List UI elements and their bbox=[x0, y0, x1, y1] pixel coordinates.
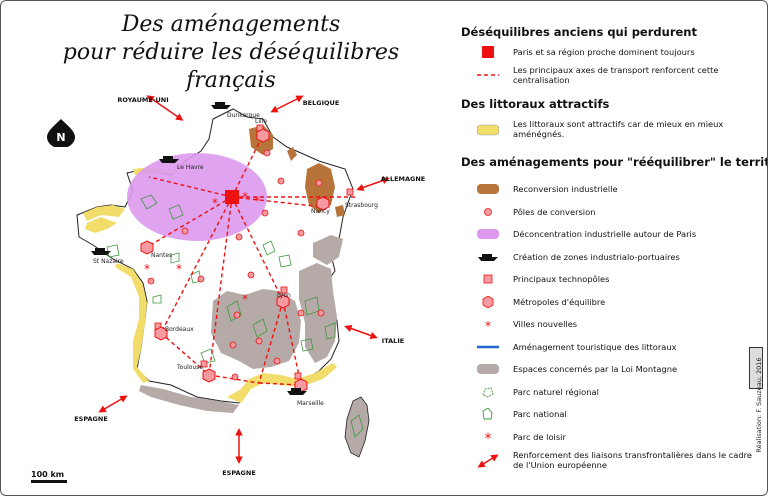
paris-symbol bbox=[482, 46, 494, 58]
label-strasbourg: Strasbourg bbox=[345, 202, 378, 209]
north-arrow: N bbox=[47, 119, 75, 147]
label-le-havre: Le Havre bbox=[177, 164, 204, 171]
axes-symbol bbox=[477, 74, 499, 76]
legend-poles: Pôles de conversion bbox=[513, 207, 596, 217]
deconcentration-area bbox=[127, 153, 267, 241]
transfront-symbol bbox=[477, 454, 499, 468]
label-nancy: Nancy bbox=[311, 208, 330, 215]
title-line-1: Des aménagements bbox=[121, 12, 341, 37]
pn-symbol bbox=[482, 408, 493, 420]
svg-text:*: * bbox=[485, 319, 491, 330]
svg-text:*: * bbox=[242, 292, 248, 306]
technopoles-symbol bbox=[483, 274, 493, 284]
label-bordeaux: Bordeaux bbox=[165, 326, 194, 333]
legend-axes: Les principaux axes de transport renforc… bbox=[513, 65, 719, 85]
svg-text:*: * bbox=[485, 431, 492, 443]
legend-loisir: Parc de loisir bbox=[513, 432, 566, 442]
label-belgium: BELGIQUE bbox=[303, 99, 340, 107]
crossborder-arrows bbox=[98, 95, 390, 464]
pnr-symbol bbox=[482, 387, 494, 398]
legend-pnr: Parc naturel régional bbox=[513, 387, 599, 397]
label-spain-south: ESPAGNE bbox=[222, 469, 256, 477]
svg-text:*: * bbox=[242, 190, 248, 204]
label-st-nazaire: St Nazaire bbox=[93, 258, 124, 265]
legend-montagne: Espaces concernés par la Loi Montagne bbox=[513, 364, 678, 374]
legend-reconversion: Reconversion industrielle bbox=[513, 184, 618, 194]
svg-text:*: * bbox=[144, 262, 150, 276]
legend-deconcentration: Déconcentration industrielle autour de P… bbox=[513, 229, 697, 239]
north-label: N bbox=[56, 131, 65, 144]
legend-technopoles: Principaux technopôles bbox=[513, 274, 610, 284]
svg-text:*: * bbox=[176, 262, 182, 276]
svg-text:*: * bbox=[254, 194, 260, 208]
label-lille: Lille bbox=[255, 118, 267, 125]
label-marseille: Marseille bbox=[297, 400, 324, 407]
scale-bar: 100 km bbox=[31, 470, 67, 483]
deconcentration-symbol bbox=[477, 229, 499, 239]
map-title: Des aménagements pour réduire les déséqu… bbox=[21, 11, 441, 95]
legend-section-3: Des aménagements pour "rééquilibrer" le … bbox=[461, 155, 768, 169]
scale-label: 100 km bbox=[31, 470, 64, 479]
label-germany: ALLEMAGNE bbox=[381, 175, 425, 183]
legend-pn: Parc national bbox=[513, 409, 567, 419]
label-toulouse: Toulouse bbox=[176, 364, 203, 371]
label-lyon: Lyon bbox=[277, 292, 291, 299]
corsica-park bbox=[350, 414, 364, 438]
legend-paris: Paris et sa région proche dominent toujo… bbox=[513, 47, 695, 57]
conversion-poles bbox=[147, 149, 327, 381]
montagne-symbol bbox=[477, 364, 499, 374]
legend-metropoles: Métropoles d'équilibre bbox=[513, 297, 606, 307]
villes-symbol: * bbox=[485, 319, 491, 330]
legend-littoraux: Les littoraux sont attractifs car de mie… bbox=[513, 119, 724, 139]
legend-transfront: Renforcement des liaisons transfrontaliè… bbox=[513, 450, 752, 470]
touristique-symbol bbox=[477, 345, 499, 349]
littoral-symbol bbox=[477, 124, 499, 136]
france-map: N bbox=[31, 95, 425, 483]
credit-text: Réalisation: F. Sauzeau, 2016 bbox=[755, 357, 763, 453]
legend-section-1: Déséquilibres anciens qui perdurent bbox=[461, 25, 697, 39]
legend-touristique: Aménagement touristique des littoraux bbox=[513, 342, 677, 352]
legend-villes: Villes nouvelles bbox=[513, 319, 578, 329]
credit: Réalisation: F. Sauzeau, 2016 bbox=[753, 337, 763, 477]
france-outline bbox=[76, 108, 354, 404]
svg-text:*: * bbox=[212, 196, 218, 210]
paris-square bbox=[225, 190, 239, 204]
transport-axes bbox=[146, 134, 356, 386]
loisir-symbol: * bbox=[485, 431, 492, 443]
zip-ships bbox=[91, 102, 307, 395]
corsica bbox=[344, 396, 370, 458]
reconversion-symbol bbox=[477, 184, 499, 194]
label-dunkerque: Dunkerque bbox=[227, 112, 260, 119]
title-line-2: pour réduire les déséquilibres français bbox=[62, 40, 400, 93]
cc-license-icon bbox=[749, 347, 763, 389]
legend-section-2: Des littoraux attractifs bbox=[461, 97, 610, 111]
villes-nouvelles: * * * * * * bbox=[144, 190, 260, 306]
label-italy: ITALIE bbox=[382, 337, 404, 345]
label-nantes: Nantes bbox=[151, 252, 172, 259]
label-uk: ROYAUME-UNI bbox=[117, 96, 168, 104]
metropoles-symbol bbox=[482, 296, 494, 308]
zip-symbol bbox=[478, 254, 498, 261]
label-spain-west: ESPAGNE bbox=[74, 415, 108, 423]
legend-zip: Création de zones industrialo-portuaires bbox=[513, 252, 680, 262]
poles-symbol bbox=[484, 208, 492, 216]
metropoles bbox=[140, 128, 330, 393]
